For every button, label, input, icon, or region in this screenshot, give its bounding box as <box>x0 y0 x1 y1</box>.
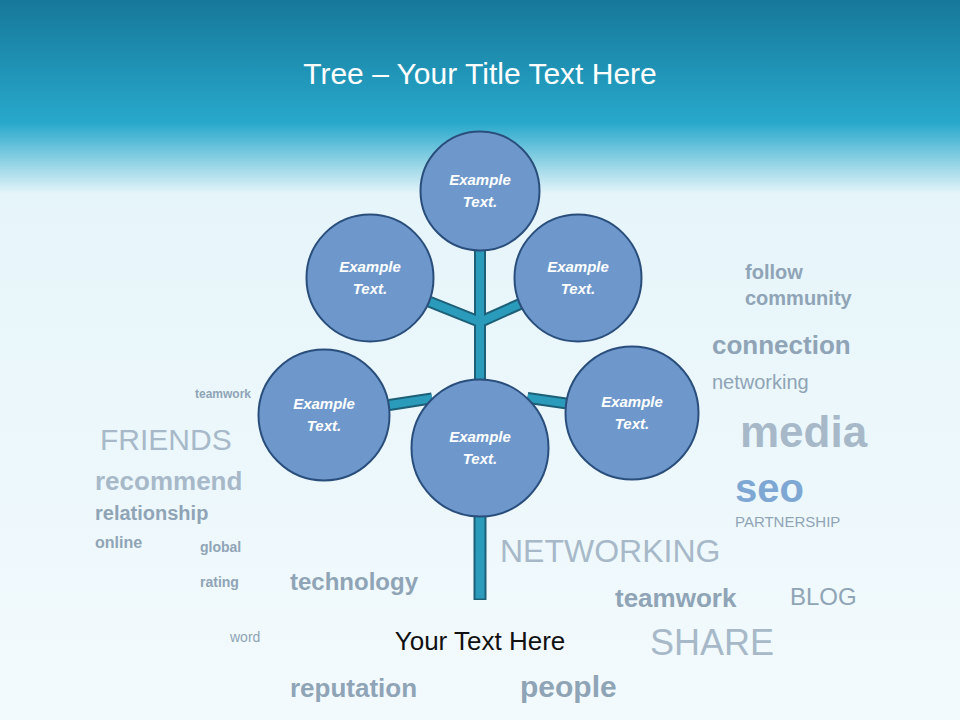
tree-circle: Example Text. <box>564 345 700 481</box>
word-cloud-word: media <box>740 410 867 454</box>
word-cloud-word: connection <box>712 332 851 358</box>
caption-text: Your Text Here <box>0 628 960 654</box>
circle-label: Example Text. <box>328 256 412 301</box>
tree-circle: Example Text. <box>419 130 541 252</box>
tree-circle: Example Text. <box>410 378 550 518</box>
tree-branch <box>429 302 480 379</box>
word-cloud-word: reputation <box>290 675 417 701</box>
tree-circle: Example Text. <box>513 213 643 343</box>
word-cloud-word: BLOG <box>790 585 857 609</box>
circle-label: Example Text. <box>590 391 674 436</box>
circle-outline <box>257 348 391 482</box>
circle-outline <box>564 345 700 481</box>
word-cloud-word: networking <box>712 372 809 392</box>
word-cloud-word: follow <box>745 262 803 282</box>
circle-text-group: Example Text. <box>282 393 366 438</box>
circle-text-group: Example Text. <box>438 426 522 471</box>
branch-outline <box>429 302 480 379</box>
tree-branch <box>389 398 432 405</box>
word-cloud-word: FRIENDS <box>100 425 232 455</box>
circle-text-group: Example Text. <box>536 256 620 301</box>
slide-title: Tree – Your Title Text Here <box>0 56 960 92</box>
circle-outline <box>305 213 435 343</box>
branch-outline <box>480 304 520 379</box>
circle-label: Example Text. <box>438 426 522 471</box>
word-cloud-word: rating <box>200 575 239 589</box>
word-cloud-word: online <box>95 535 142 551</box>
word-cloud-word: technology <box>290 570 418 594</box>
word-cloud-word: SHARE <box>650 625 774 661</box>
circle-label: Example Text. <box>438 169 522 214</box>
circle-outline <box>410 378 550 518</box>
word-cloud-word: seo <box>735 468 804 508</box>
word-cloud-word: PARTNERSHIP <box>735 514 840 529</box>
circle-shape <box>421 132 540 251</box>
tree-circle: Example Text. <box>257 348 391 482</box>
word-cloud-word: teamwork <box>195 388 251 400</box>
circle-shape <box>307 215 434 342</box>
tree-branch <box>527 398 565 404</box>
tree-circle: Example Text. <box>305 213 435 343</box>
word-cloud-word: teamwork <box>615 585 736 611</box>
tree-branch <box>480 304 520 379</box>
circle-text-group: Example Text. <box>590 391 674 436</box>
circle-text-group: Example Text. <box>438 169 522 214</box>
circle-label: Example Text. <box>536 256 620 301</box>
circle-shape <box>566 347 699 480</box>
branch-outline <box>389 398 432 405</box>
circle-shape <box>515 215 642 342</box>
word-cloud-word: word <box>230 630 260 644</box>
circle-shape <box>412 380 549 517</box>
word-cloud-word: community <box>745 288 852 308</box>
word-cloud-word: NETWORKING <box>500 535 720 567</box>
circle-text-group: Example Text. <box>328 256 412 301</box>
circle-outline <box>419 130 541 252</box>
word-cloud-word: recommend <box>95 468 242 494</box>
word-cloud-word: people <box>520 672 617 702</box>
word-cloud-word: relationship <box>95 503 208 523</box>
branch-outline <box>527 398 565 404</box>
circle-shape <box>259 350 390 481</box>
circle-label: Example Text. <box>282 393 366 438</box>
circle-outline <box>513 213 643 343</box>
word-cloud-word: global <box>200 540 241 554</box>
